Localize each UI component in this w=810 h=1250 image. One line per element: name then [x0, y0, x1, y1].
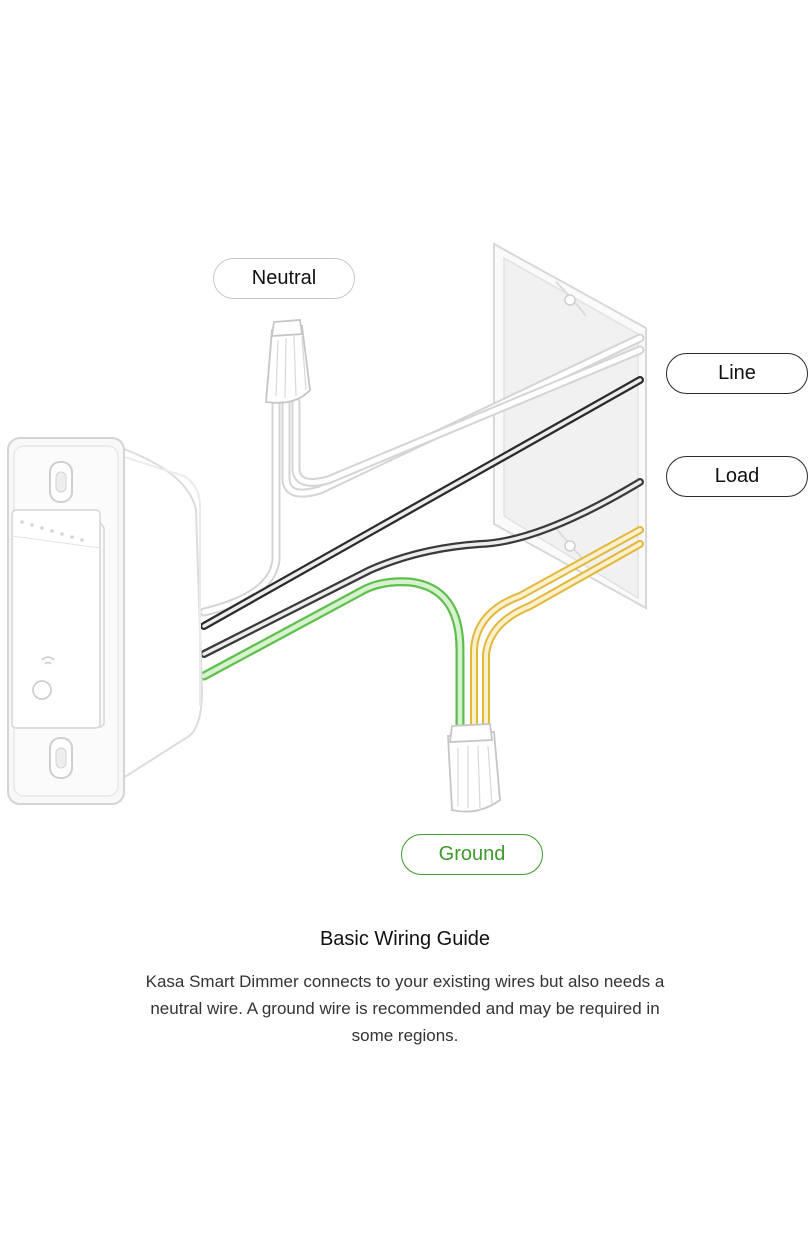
ground-wire-nut: [447, 723, 501, 813]
ground-wire: [199, 577, 465, 747]
neutral-label: Neutral: [213, 258, 355, 299]
line-wire: [200, 376, 644, 630]
wall-box: [493, 242, 647, 610]
load-label: Load: [666, 456, 808, 497]
smart-dimmer-switch: [7, 437, 204, 805]
neutral-wire: [199, 333, 645, 617]
guide-description: Kasa Smart Dimmer connects to your exist…: [145, 972, 665, 1045]
wiring-diagram: [7, 242, 647, 813]
neutral-wire-nut: [265, 319, 311, 404]
load-wire: [200, 478, 644, 658]
guide-title: Basic Wiring Guide: [319, 928, 491, 950]
ground-label: Ground: [401, 834, 543, 875]
line-label: Line: [666, 353, 808, 394]
yellow-wires: [470, 526, 644, 746]
